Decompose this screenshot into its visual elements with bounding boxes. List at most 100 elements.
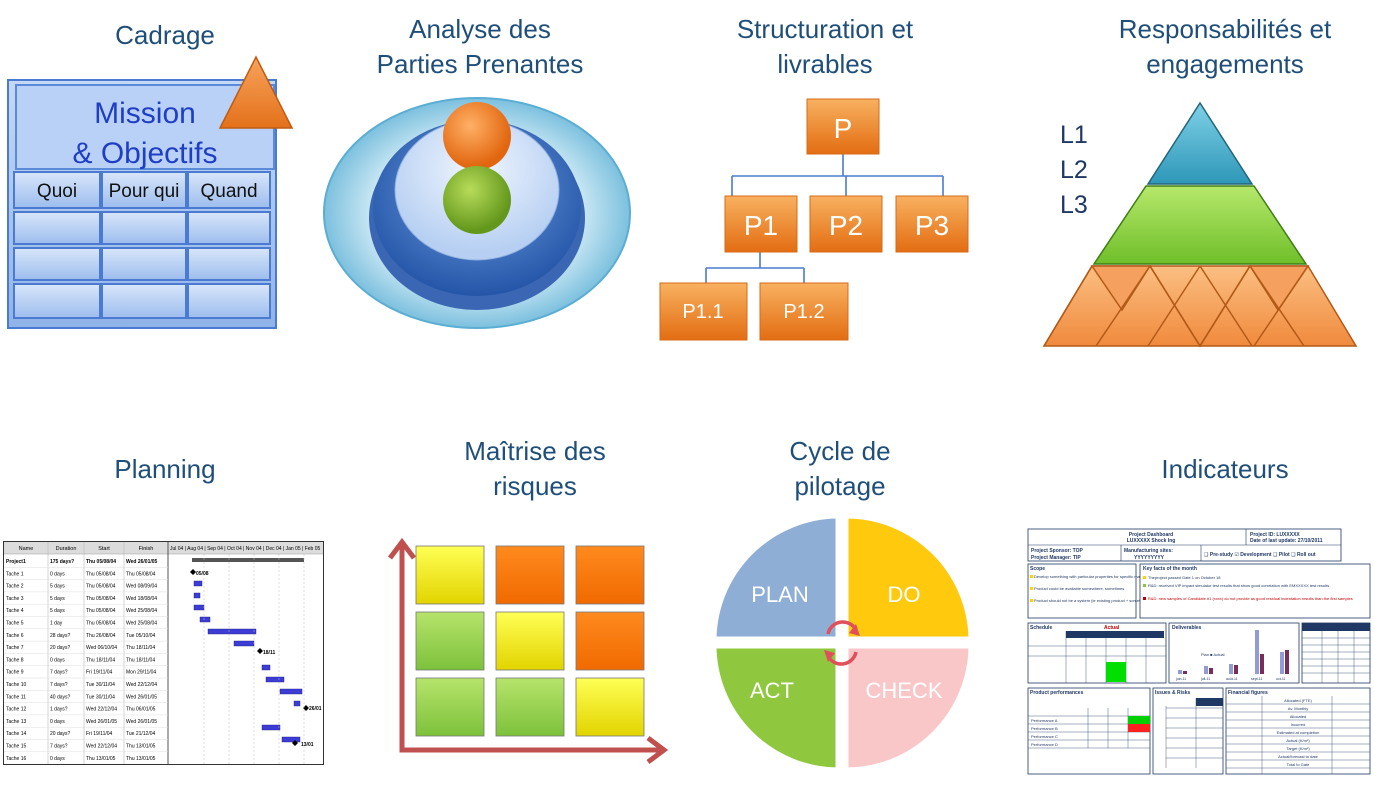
label-act: ACT <box>750 678 794 703</box>
gantt-cell: Tache 13 <box>6 719 27 725</box>
gantt-cell: Thu 13/01/05 <box>126 756 156 762</box>
node-p1-1: P1.1 <box>659 282 748 341</box>
svg-text:R&D: received VIP impact simul: R&D: received VIP impact simulator test … <box>1148 583 1329 588</box>
gantt-cell: Thu 05/08/04 <box>86 559 116 565</box>
label-do: DO <box>888 582 921 607</box>
cycle-title: Cycle de pilotage <box>789 436 891 501</box>
quadrant-check <box>843 643 974 773</box>
gantt-task-bar <box>281 736 301 743</box>
gantt-cell: Thu 05/08/04 <box>86 608 116 614</box>
svg-text:Product could be available som: Product could be available somewhere, so… <box>1034 586 1124 591</box>
gantt-cell: Wed 06/10/04 <box>86 645 117 651</box>
gantt-cell: Tache 4 <box>6 608 24 614</box>
deliverable-plan-bar <box>1229 664 1233 674</box>
milestone-marker <box>190 569 196 575</box>
gantt-cell: Tache 8 <box>6 657 24 663</box>
deliverable-actual-bar <box>1260 654 1264 674</box>
svg-text:Financial figures: Financial figures <box>1228 690 1268 696</box>
milestone-label-1: 05/08 <box>196 571 209 577</box>
gantt-cell: Thu 13/01/05 <box>126 744 156 750</box>
mission-text: Mission <box>94 97 196 130</box>
svg-text:Target (K/m²): Target (K/m²) <box>1286 746 1310 751</box>
milestone-marker <box>303 705 309 711</box>
svg-text:Product should not be a system: Product should not be a system (ie exist… <box>1034 598 1158 603</box>
quadrant-do <box>843 513 974 642</box>
gantt-header-start: Start <box>98 546 110 552</box>
gantt-cell: Wed 25/08/04 <box>126 608 157 614</box>
gantt-cell: Tache 15 <box>6 744 27 750</box>
svg-text:sept-11: sept-11 <box>1251 677 1262 681</box>
gantt-cell: Tache 14 <box>6 731 27 737</box>
gantt-cell: Tache 11 <box>6 694 26 700</box>
svg-text:Performance B: Performance B <box>1031 726 1058 731</box>
gantt-cell: Project1 <box>6 559 26 565</box>
cadrage-header-pourqui <box>101 171 187 209</box>
deliverable-plan-bar <box>1178 670 1182 674</box>
pyramid-level-1 <box>1146 101 1254 185</box>
deliverable-actual-bar <box>1183 671 1187 674</box>
svg-text:Project Dashboard: Project Dashboard <box>1129 532 1173 538</box>
svg-text:Schedule: Schedule <box>1030 625 1052 631</box>
svg-text:P1.2: P1.2 <box>783 301 824 323</box>
gantt-cell: Thu 26/08/04 <box>86 633 116 639</box>
gantt-cell: 20 days? <box>50 731 71 737</box>
svg-text:Develop something with particu: Develop something with particular proper… <box>1034 574 1166 579</box>
cycle-arrows-icon <box>826 620 858 666</box>
node-p1-2: P1.2 <box>759 282 849 341</box>
gantt-cell: Thu 06/01/05 <box>126 707 156 713</box>
svg-text:Project Sponsor: TOP: Project Sponsor: TOP <box>1031 548 1084 554</box>
svg-text:Project ID: LUXXXXX: Project ID: LUXXXXX <box>1250 532 1300 538</box>
structuration-diagram: P P1 P2 P3 P1.1 P1.2 <box>650 90 980 350</box>
svg-text:P3: P3 <box>915 210 949 241</box>
gantt-cell: Tache 5 <box>6 621 24 627</box>
level-l1: L1 <box>1060 121 1088 149</box>
quadrant-act <box>711 643 841 773</box>
gantt-cell: Wed 18/08/04 <box>126 596 157 602</box>
gantt-task-bar <box>293 700 301 707</box>
svg-text:Total to Gate: Total to Gate <box>1287 762 1310 767</box>
gantt-cell: Tache 12 <box>6 707 27 713</box>
gantt-cell: 1 day <box>50 621 63 627</box>
cadrage-header-quand <box>187 171 271 209</box>
svg-text:août-11: août-11 <box>1226 677 1238 681</box>
svg-text:❑ Pre-study ☑ Development ❑: ❑ Pre-study ☑ Development ❑ Pilot ❑ Roll… <box>1204 552 1316 558</box>
svg-text:Issues & Risks: Issues & Risks <box>1155 690 1191 696</box>
gantt-chart: Name Duration Start Finish Jul 04 | Aug … <box>3 541 324 765</box>
gantt-cell: Wed 26/01/05 <box>126 559 158 565</box>
gantt-cell: Thu 18/11/04 <box>86 657 115 663</box>
svg-text:Actual: Actual <box>1104 625 1120 631</box>
pyramid-level-2 <box>1092 185 1308 265</box>
gantt-cell: Wed 08/09/04 <box>126 584 157 590</box>
svg-text:Key facts of the month: Key facts of the month <box>1143 566 1197 572</box>
svg-text:Product performances: Product performances <box>1030 690 1084 696</box>
gantt-cell: Fri 19/11/04 <box>86 731 113 737</box>
col-quand-label: Quand <box>200 181 257 202</box>
deliverable-plan-bar <box>1204 666 1208 674</box>
svg-text:Date of last update: 27/10/201: Date of last update: 27/10/2011 <box>1250 538 1323 544</box>
gantt-cell: 28 days? <box>50 633 71 639</box>
gantt-cell: 5 days <box>50 596 65 602</box>
gantt-task-bar <box>279 688 303 695</box>
gantt-cell: Thu 05/08/04 <box>126 571 156 577</box>
gantt-cell: 40 days? <box>50 694 71 700</box>
svg-text:juin-11: juin-11 <box>1175 677 1186 681</box>
gantt-cell: Tue 05/10/04 <box>126 633 156 639</box>
svg-text:P1.1: P1.1 <box>682 301 723 323</box>
deliverable-actual-bar <box>1234 665 1238 674</box>
quadrant-plan <box>711 513 841 642</box>
parties-title: Analyse des Parties Prenantes <box>376 14 584 79</box>
gantt-cell: Thu 05/08/04 <box>86 596 116 602</box>
svg-text:P2: P2 <box>829 210 863 241</box>
svg-text:Performance C: Performance C <box>1031 734 1058 739</box>
svg-text:P: P <box>834 113 853 144</box>
gantt-cell: Tache 2 <box>6 584 24 590</box>
indicateurs-title: Indicateurs <box>1161 454 1289 484</box>
gantt-cell: 0 days <box>50 756 65 762</box>
project-dashboard: Project Dashboard LUXXXXX Shock Ing Proj… <box>1026 528 1372 776</box>
responsabilites-title: Responsabilités et engagements <box>1118 14 1332 79</box>
gantt-cell: Thu 18/11/04 <box>126 657 155 663</box>
gantt-task-bar <box>261 724 281 731</box>
gantt-cell: Wed 22/12/04 <box>86 744 117 750</box>
svg-text:Scope: Scope <box>1030 566 1045 572</box>
gantt-cell: Tache 7 <box>6 645 24 651</box>
